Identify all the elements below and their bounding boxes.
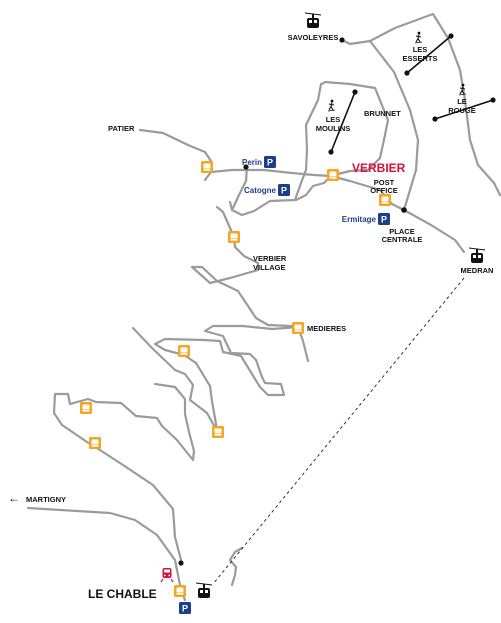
parking-icon[interactable]: P [278, 184, 290, 196]
label-le-rouge-line1: LE [457, 97, 467, 106]
label-patier: PATIER [108, 124, 135, 133]
parking-icon[interactable]: P [179, 602, 191, 614]
svg-text:P: P [281, 186, 287, 196]
gondola-icon[interactable] [468, 247, 486, 264]
label-martigny: MARTIGNY [26, 495, 66, 504]
bus-stop-icon[interactable] [292, 322, 304, 334]
ski-lifts [330, 35, 494, 153]
label-catogne: Catogne [244, 186, 277, 195]
gondola-icon[interactable] [304, 12, 322, 29]
bus-stop-icon[interactable] [89, 437, 101, 449]
label-verbier-town: VERBIER [352, 161, 406, 175]
label-les-moulins-line1: LES [326, 115, 341, 124]
parking-icon[interactable]: P [264, 156, 276, 168]
label-les-moulins-line2: MOULINS [316, 124, 351, 133]
gondola-icon[interactable] [195, 582, 213, 599]
junctions [178, 33, 496, 566]
skier-icon [327, 99, 336, 112]
bus-stop-icon[interactable] [174, 585, 186, 597]
label-place-centrale-line1: PLACE [389, 227, 414, 236]
bus-stop-icon[interactable] [201, 161, 213, 173]
label-medran: MEDRAN [461, 266, 494, 275]
label-verbier-village-line1: VERBIER [253, 254, 287, 263]
label-place-centrale-line2: CENTRALE [382, 235, 423, 244]
svg-text:P: P [267, 158, 273, 168]
bus-stop-icon[interactable] [228, 231, 240, 243]
label-post-office-line2: OFFICE [370, 186, 398, 195]
label-perin: Perin [242, 158, 262, 167]
road-network [26, 12, 501, 602]
label-les-esserts-line1: LES [413, 45, 428, 54]
label-medieres: MEDIERES [307, 324, 346, 333]
svg-text:P: P [381, 215, 387, 225]
label-ermitage: Ermitage [342, 215, 377, 224]
train-icon [160, 568, 174, 583]
label-savoleyres: SAVOLEYRES [288, 33, 339, 42]
svg-text:P: P [182, 604, 188, 614]
label-verbier-village-line2: VILLAGE [253, 263, 286, 272]
label-les-esserts-line2: ESSERTS [402, 54, 437, 63]
bus-stop-icon[interactable] [327, 169, 339, 181]
label-brunnet: BRUNNET [364, 109, 401, 118]
label-le-chable: LE CHABLE [88, 587, 157, 601]
bus-stop-icon[interactable] [379, 194, 391, 206]
label-le-rouge-line2: ROUGE [448, 106, 476, 115]
parking-icon[interactable]: P [378, 213, 390, 225]
bus-stop-icon[interactable] [212, 426, 224, 438]
bus-stop-icon[interactable] [178, 345, 190, 357]
arrow-left-icon: ← [8, 491, 20, 505]
label-post-office-line1: POST [374, 178, 395, 187]
bus-stop-icon[interactable] [80, 402, 92, 414]
skier-icon [414, 31, 423, 44]
